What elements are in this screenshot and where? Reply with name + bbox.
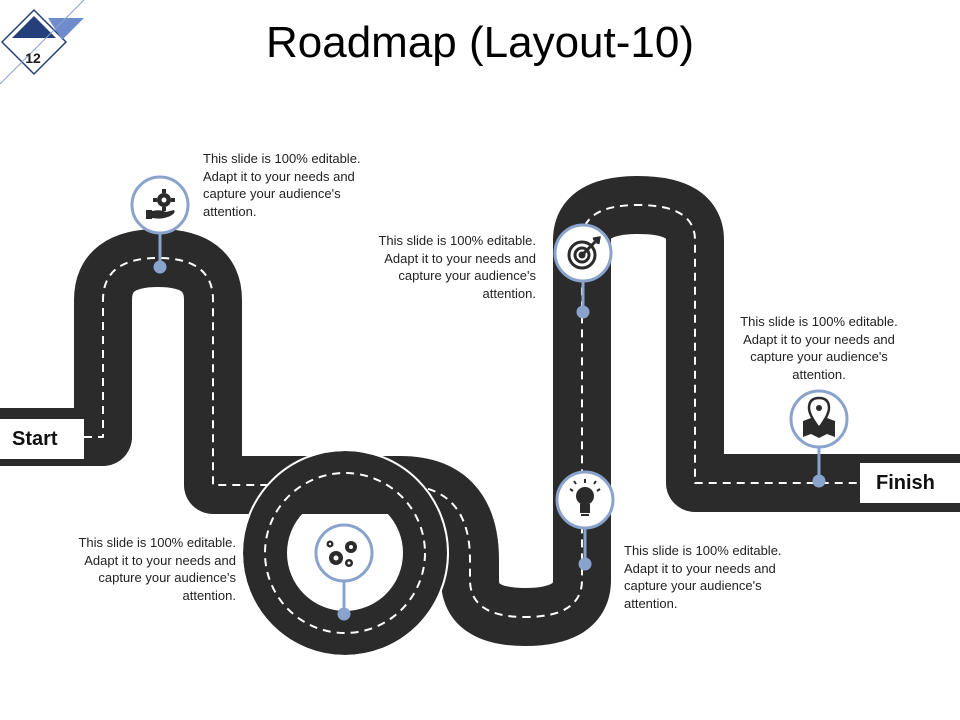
start-label: Start: [12, 428, 58, 450]
gears-icon: [326, 540, 357, 567]
milestone-5-text: This slide is 100% editable. Adapt it to…: [740, 314, 898, 382]
finish-label: Finish: [876, 472, 935, 494]
map-pin-icon: [803, 396, 835, 438]
page-number-badge: [0, 0, 85, 85]
slide-title: Roadmap (Layout-10): [265, 18, 694, 67]
hand-gear-icon: [146, 189, 175, 219]
target-icon: [567, 236, 601, 270]
milestone-2-text: This slide is 100% editable. Adapt it to…: [78, 535, 236, 603]
page-number: 12: [25, 50, 41, 66]
lightbulb-icon: [569, 479, 601, 516]
milestone-3-text: This slide is 100% editable. Adapt it to…: [378, 233, 536, 301]
milestone-1-text: This slide is 100% editable. Adapt it to…: [203, 151, 361, 219]
milestone-4-text: This slide is 100% editable. Adapt it to…: [624, 543, 782, 611]
